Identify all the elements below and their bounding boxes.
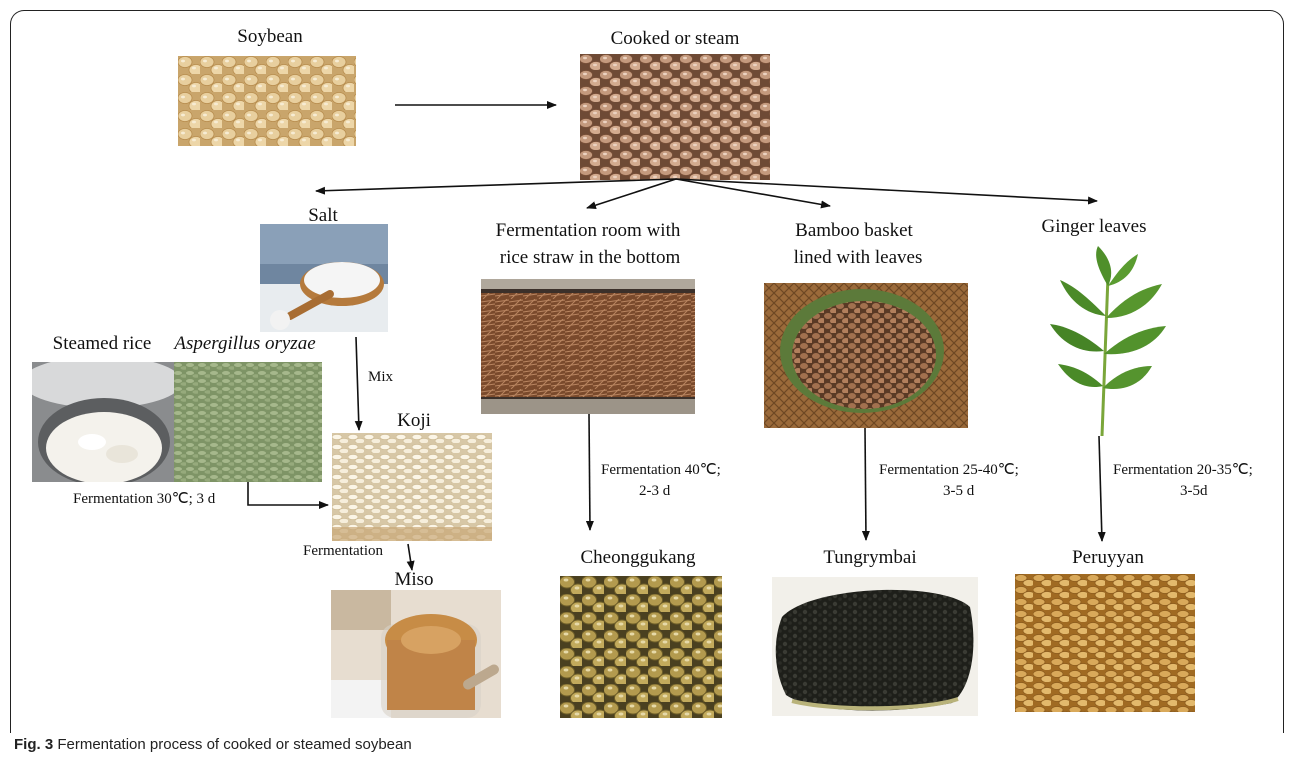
- peruyyan-fermentation-label-line2: 3-5d: [1180, 481, 1208, 501]
- bamboo-basket-label-line1: Bamboo basket: [795, 220, 913, 242]
- peruyyan-fermentation-label-line1: Fermentation 20-35℃;: [1113, 460, 1253, 480]
- arrow-room-to-cheonggukang: [589, 414, 590, 530]
- cheonggukang-fermentation-label-line2: 2-3 d: [639, 481, 670, 501]
- cheonggukang-label: Cheonggukang: [580, 547, 695, 569]
- koji-fermentation-label: Fermentation 30℃; 3 d: [73, 489, 215, 509]
- peruyyan-label: Peruyyan: [1072, 547, 1144, 569]
- bamboo-basket-label-line2: lined with leaves: [794, 247, 923, 269]
- arrow-basket-to-tungrymbai: [865, 428, 866, 540]
- ginger-leaves-label: Ginger leaves: [1042, 216, 1147, 238]
- cheonggukang-fermentation-label-line1: Fermentation 40℃;: [601, 460, 721, 480]
- arrow-salt-to-koji: [356, 337, 359, 430]
- arrow-ginger-to-peruyyan: [1099, 436, 1102, 541]
- arrow-cooked-to-salt: [316, 179, 676, 191]
- koji-label: Koji: [397, 410, 431, 432]
- tungrymbai-label: Tungrymbai: [823, 547, 916, 569]
- fermentation-room-label-line1: Fermentation room with: [496, 220, 681, 242]
- arrow-cooked-to-room: [587, 179, 676, 208]
- arrow-koji-to-miso: [408, 544, 412, 570]
- figure-number: Fig. 3: [14, 736, 53, 753]
- miso-fermentation-label: Fermentation: [303, 541, 383, 561]
- tungrymbai-fermentation-label-line1: Fermentation 25-40℃;: [879, 460, 1019, 480]
- salt-label: Salt: [308, 205, 338, 227]
- aspergillus-oryzae-label: Aspergillus oryzae: [174, 333, 315, 355]
- cooked-or-steam-label: Cooked or steam: [611, 28, 740, 50]
- fermentation-room-label-line2: rice straw in the bottom: [500, 247, 680, 269]
- steamed-rice-label: Steamed rice: [53, 333, 152, 355]
- figure-caption: Fig. 3 Fermentation process of cooked or…: [14, 736, 412, 753]
- miso-label: Miso: [394, 569, 433, 591]
- figure-caption-text: Fermentation process of cooked or steame…: [57, 736, 411, 753]
- tungrymbai-fermentation-label-line2: 3-5 d: [943, 481, 974, 501]
- soybean-label: Soybean: [237, 26, 302, 48]
- arrow-aspergillus-to-koji: [248, 482, 328, 505]
- mix-step-label: Mix: [368, 367, 393, 387]
